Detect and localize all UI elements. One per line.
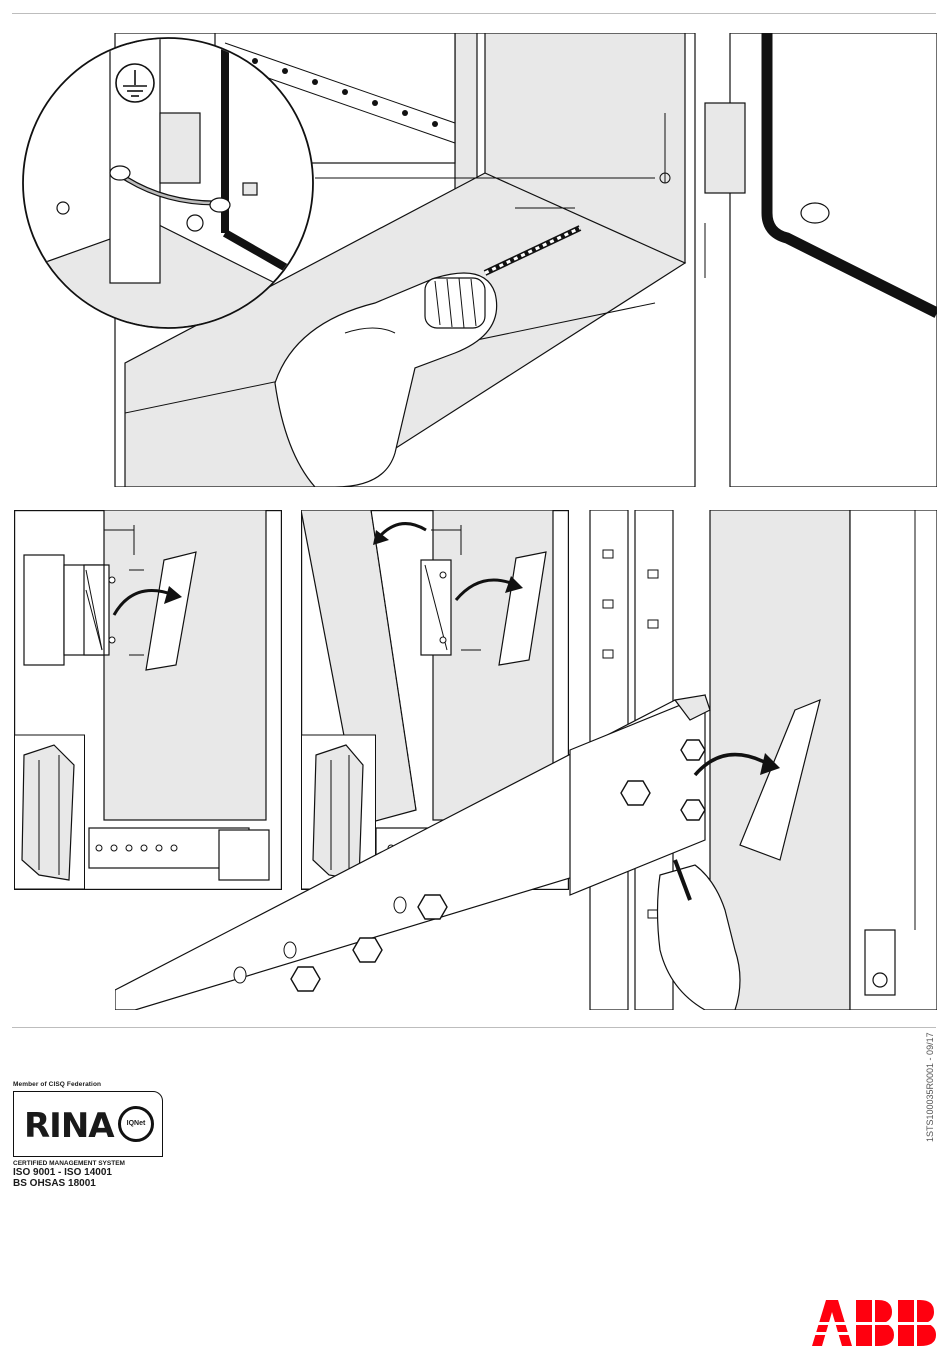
top-divider [12, 13, 936, 14]
bottom-divider [12, 1027, 936, 1028]
certification-block: Member of CISQ Federation RINA IQNet CER… [13, 1081, 213, 1189]
abb-logo [812, 1300, 938, 1346]
illustration-busbar-label [115, 510, 937, 1010]
rina-logo: RINA [24, 1106, 114, 1146]
iso-standards-text: ISO 9001 - ISO 14001 [13, 1167, 213, 1178]
document-code: 1STS100035R0001 - 09/17 [925, 1032, 935, 1142]
iqnet-seal: IQNet [118, 1106, 154, 1142]
ohsas-standard-text: BS OHSAS 18001 [13, 1178, 213, 1189]
illustration-drilling-door [15, 33, 937, 487]
cisq-member-text: Member of CISQ Federation [13, 1081, 213, 1088]
rina-certification-mark: RINA IQNet [13, 1091, 163, 1157]
certified-system-text: CERTIFIED MANAGEMENT SYSTEM [13, 1160, 213, 1167]
